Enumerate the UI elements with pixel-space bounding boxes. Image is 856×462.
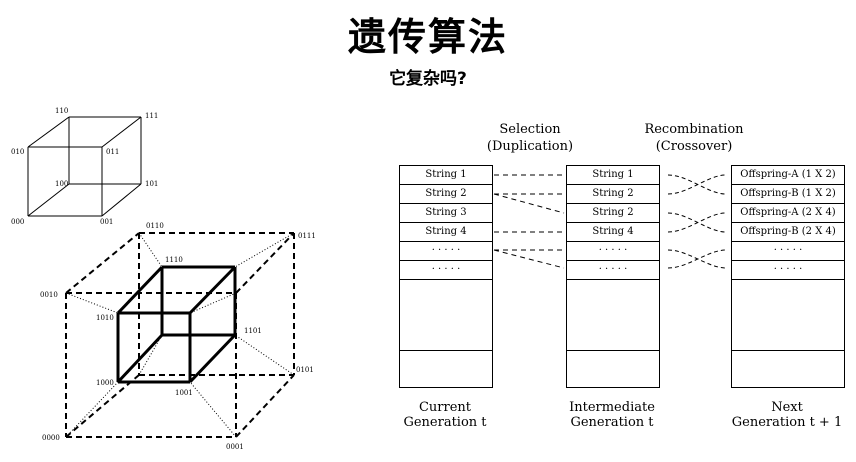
list-item: String 3 bbox=[400, 204, 492, 223]
page-subtitle: 它复杂吗? bbox=[389, 69, 467, 89]
intermediate-generation-label: Intermediate Generation t bbox=[542, 400, 682, 430]
intermediate-generation-column: String 1 String 2 String 2 String 4 · · … bbox=[566, 165, 660, 388]
next-label-line2: Generation t + 1 bbox=[731, 415, 843, 430]
vertex-label: 000 bbox=[11, 218, 24, 226]
list-item: Offspring-A (1 X 2) bbox=[732, 166, 844, 185]
list-item: · · · · · bbox=[567, 242, 659, 261]
list-item: String 2 bbox=[567, 204, 659, 223]
hypercube-connectors bbox=[65, 232, 295, 438]
next-label-line1: Next bbox=[771, 400, 803, 415]
vertex-label: 111 bbox=[145, 112, 158, 120]
vertex-label: 010 bbox=[11, 148, 24, 156]
list-item-empty bbox=[732, 350, 844, 369]
vertex-label: 0000 bbox=[42, 434, 60, 442]
next-generation-label: Next Generation t + 1 bbox=[717, 400, 856, 430]
list-item: Offspring-A (2 X 4) bbox=[732, 204, 844, 223]
intermediate-label-line2: Generation t bbox=[570, 415, 654, 430]
list-item: String 4 bbox=[567, 223, 659, 242]
cube-3d bbox=[27, 116, 142, 217]
list-item: · · · · · bbox=[732, 261, 844, 280]
list-item: · · · · · bbox=[567, 261, 659, 280]
list-item-empty bbox=[400, 350, 492, 369]
selection-lines bbox=[493, 174, 565, 269]
vertex-label: 0010 bbox=[40, 291, 58, 299]
list-item: String 4 bbox=[400, 223, 492, 242]
recombination-header: Recombination (Crossover) bbox=[630, 121, 758, 155]
vertex-label: 1010 bbox=[96, 314, 114, 322]
current-generation-label: Current Generation t bbox=[375, 400, 515, 430]
list-item: · · · · · bbox=[400, 242, 492, 261]
vertex-label: 100 bbox=[55, 180, 68, 188]
selection-subtitle: (Duplication) bbox=[486, 139, 574, 154]
vertex-label: 1000 bbox=[96, 379, 114, 387]
current-label-line2: Generation t bbox=[403, 415, 487, 430]
crossover-lines bbox=[667, 174, 727, 269]
vertex-label: 1110 bbox=[165, 256, 183, 264]
hypercube-diagram: 000 001 010 011 100 101 110 111 bbox=[11, 107, 316, 451]
list-item: Offspring-B (1 X 2) bbox=[732, 185, 844, 204]
list-item: Offspring-B (2 X 4) bbox=[732, 223, 844, 242]
list-item: · · · · · bbox=[732, 242, 844, 261]
inner-cube bbox=[116, 265, 237, 384]
list-item: · · · · · bbox=[400, 261, 492, 280]
selection-title: Selection bbox=[499, 122, 561, 137]
recombination-subtitle: (Crossover) bbox=[655, 139, 733, 154]
current-generation-column: String 1 String 2 String 3 String 4 · · … bbox=[399, 165, 493, 388]
list-item: String 2 bbox=[567, 185, 659, 204]
vertex-label: 0111 bbox=[298, 232, 316, 240]
recombination-title: Recombination bbox=[644, 122, 744, 137]
list-item-empty bbox=[567, 350, 659, 369]
vertex-label: 0001 bbox=[226, 443, 244, 451]
vertex-label: 0110 bbox=[146, 222, 164, 230]
vertex-label: 1001 bbox=[175, 389, 193, 397]
vertex-label: 1101 bbox=[244, 327, 262, 335]
selection-header: Selection (Duplication) bbox=[470, 121, 590, 155]
vertex-label: 001 bbox=[100, 218, 113, 226]
list-item: String 1 bbox=[400, 166, 492, 185]
vertex-label: 0101 bbox=[296, 366, 314, 374]
vertex-label: 101 bbox=[145, 180, 158, 188]
next-generation-column: Offspring-A (1 X 2) Offspring-B (1 X 2) … bbox=[731, 165, 845, 388]
vertex-label: 011 bbox=[106, 148, 119, 156]
intermediate-label-line1: Intermediate bbox=[569, 400, 655, 415]
current-label-line1: Current bbox=[418, 400, 472, 415]
page-title: 遗传算法 bbox=[347, 15, 508, 59]
vertex-label: 110 bbox=[55, 107, 68, 115]
list-item: String 1 bbox=[567, 166, 659, 185]
list-item: String 2 bbox=[400, 185, 492, 204]
